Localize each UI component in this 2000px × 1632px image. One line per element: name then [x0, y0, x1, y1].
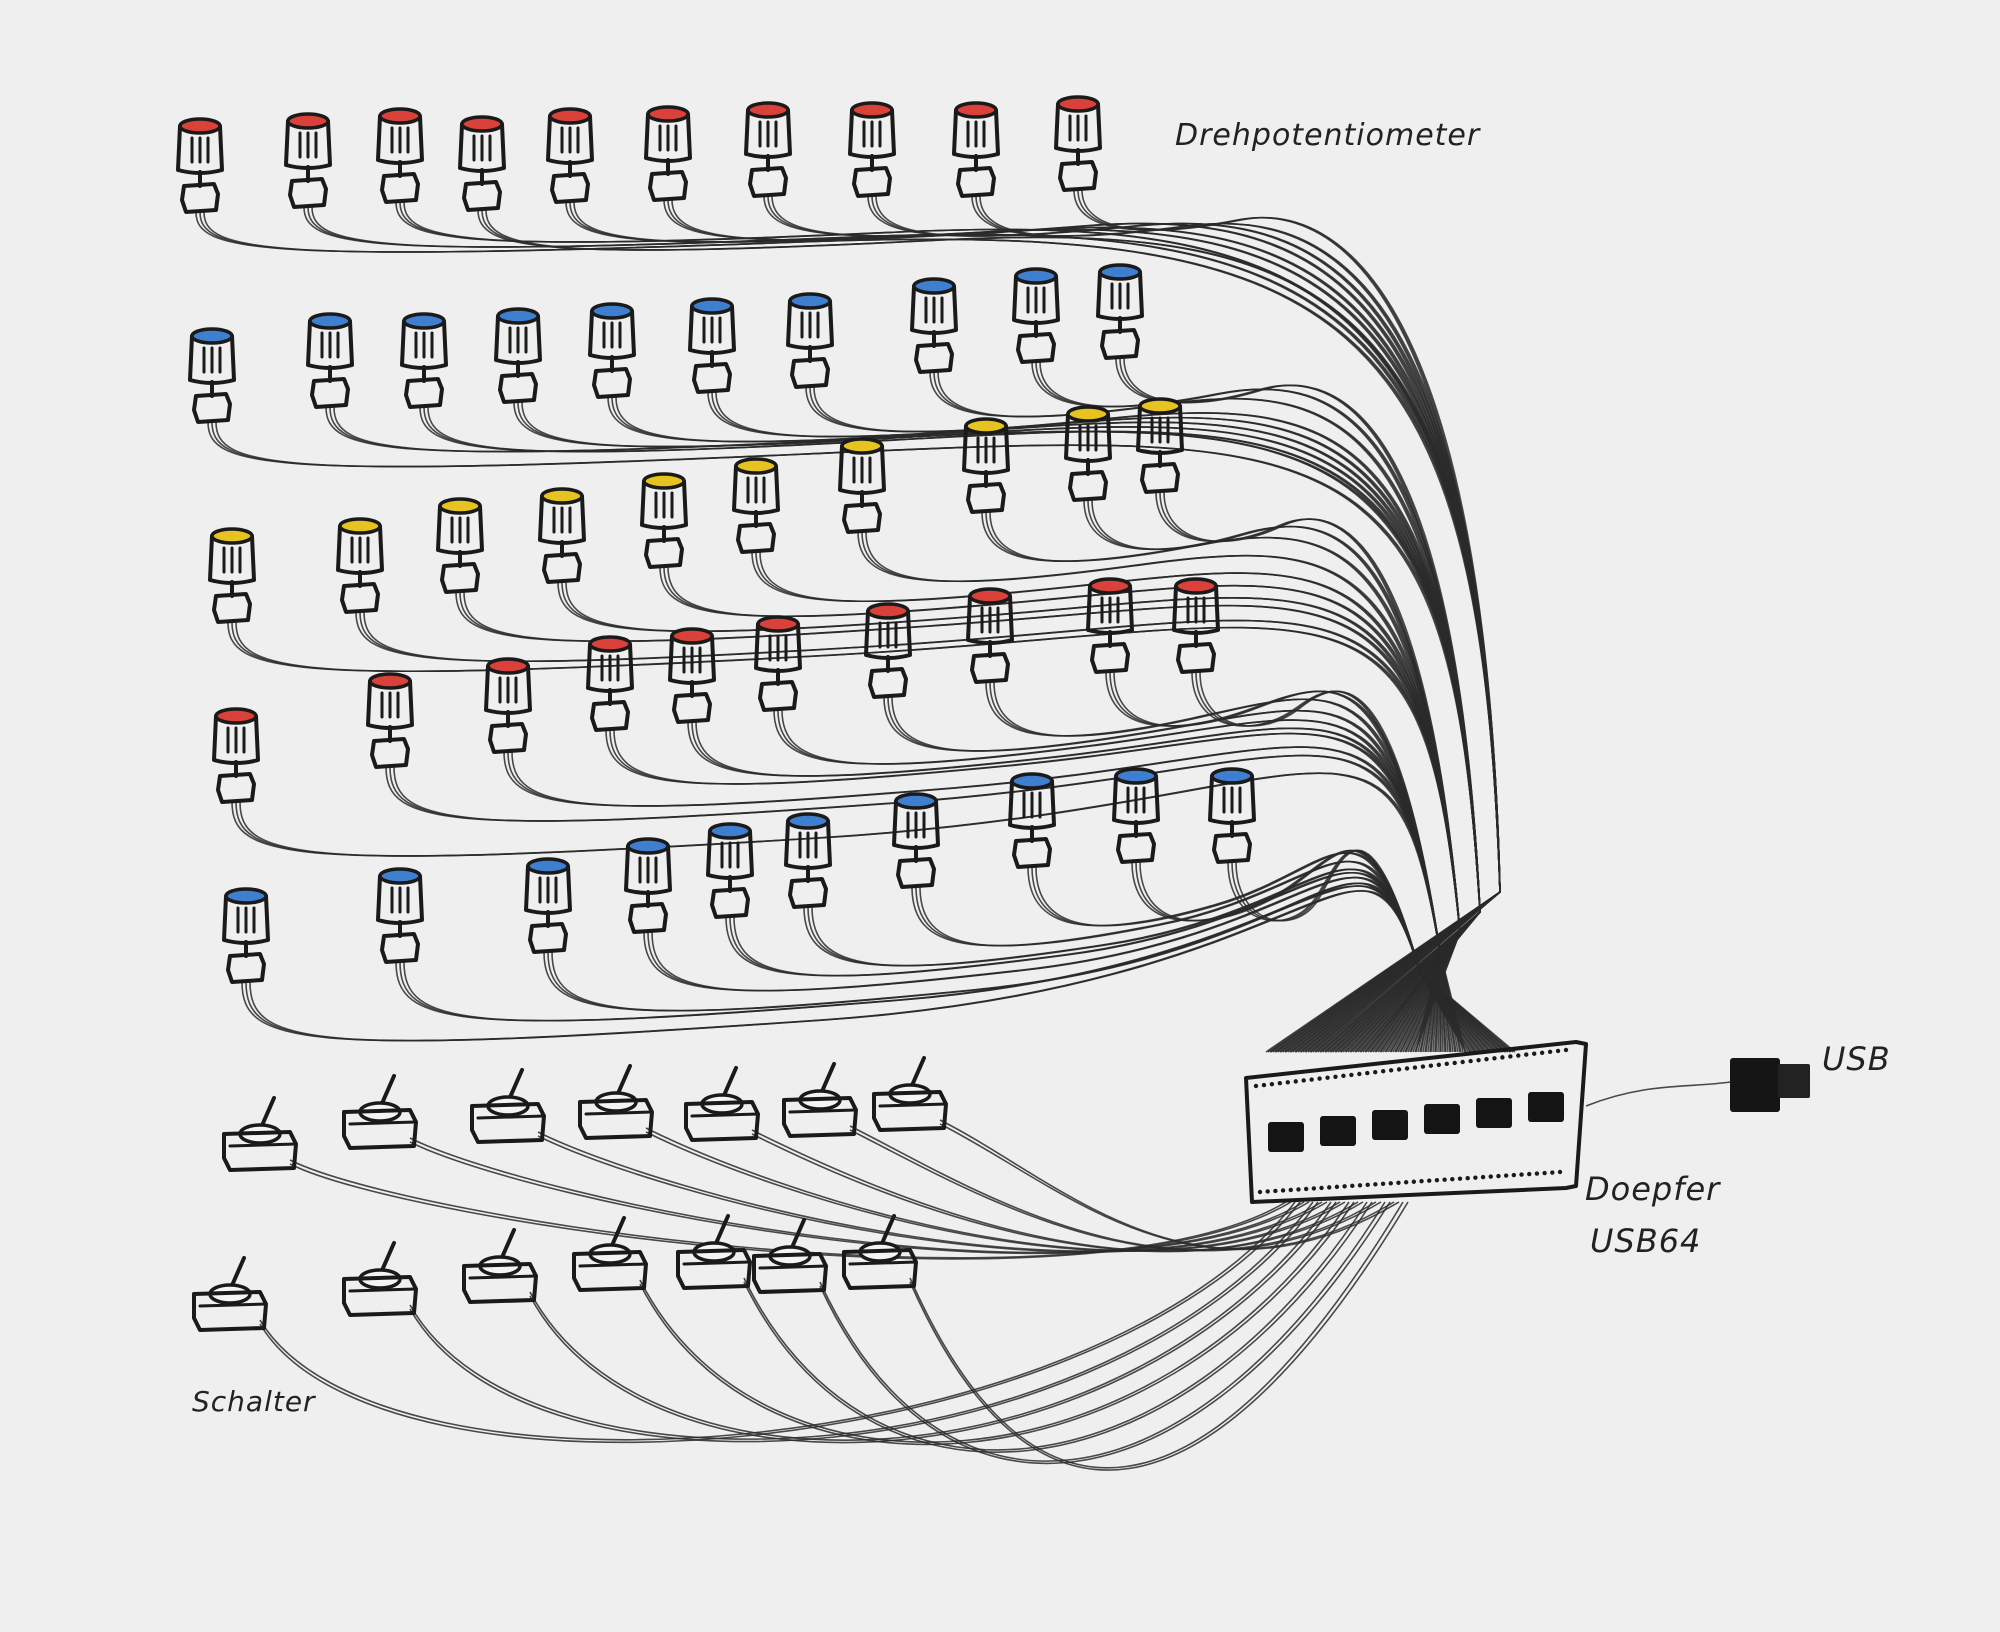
toggle-switch — [470, 1068, 546, 1144]
potentiometer-knob-red — [1086, 577, 1134, 674]
potentiometer-knob-red — [1172, 577, 1220, 674]
potentiometer-knob-red — [644, 105, 692, 202]
toggle-switch — [684, 1066, 760, 1142]
potentiometer-knob-red — [458, 115, 506, 212]
potentiometer-knob-red — [966, 587, 1014, 684]
potentiometer-knob-red — [754, 615, 802, 712]
doepfer-usb64-board — [1244, 1040, 1588, 1204]
potentiometer-knob-yellow — [640, 472, 688, 569]
board-port-icon — [1476, 1098, 1512, 1128]
usb64-board-body — [1244, 1040, 1588, 1204]
potentiometer-knob-red — [1054, 95, 1102, 192]
potentiometer-knob-blue — [222, 887, 270, 984]
label-usb: USB — [1822, 1040, 1891, 1078]
potentiometer-knob-blue — [524, 857, 572, 954]
potentiometer-knob-blue — [494, 307, 542, 404]
toggle-switch — [676, 1214, 752, 1290]
board-port-icon — [1372, 1110, 1408, 1140]
toggle-switch — [782, 1062, 858, 1138]
potentiometer-knob-red — [366, 672, 414, 769]
toggle-switch — [342, 1074, 418, 1150]
potentiometer-knob-red — [376, 107, 424, 204]
potentiometer-knob-red — [744, 101, 792, 198]
potentiometer-knob-yellow — [838, 437, 886, 534]
label-board-line2: USB64 — [1590, 1222, 1702, 1260]
toggle-switch — [842, 1214, 918, 1290]
potentiometer-knob-yellow — [1136, 397, 1184, 494]
potentiometer-knob-blue — [786, 292, 834, 389]
toggle-switch — [192, 1256, 268, 1332]
wire-bundle — [195, 189, 1516, 1471]
potentiometer-knob-red — [546, 107, 594, 204]
toggle-switch — [342, 1241, 418, 1317]
board-port-icon — [1268, 1122, 1304, 1152]
switch-array — [192, 1056, 948, 1332]
board-port-icon — [1320, 1116, 1356, 1146]
toggle-switch — [572, 1216, 648, 1292]
potentiometer-knob-yellow — [732, 457, 780, 554]
potentiometer-knob-red — [848, 101, 896, 198]
toggle-switch — [752, 1218, 828, 1294]
potentiometer-knob-red — [212, 707, 260, 804]
potentiometer-knob-red — [176, 117, 224, 214]
label-schalter: Schalter — [192, 1385, 316, 1418]
potentiometer-knob-blue — [784, 812, 832, 909]
potentiometer-knob-blue — [1012, 267, 1060, 364]
potentiometer-array — [176, 95, 1256, 984]
potentiometer-knob-blue — [688, 297, 736, 394]
toggle-switch — [222, 1096, 298, 1172]
potentiometer-knob-blue — [1096, 263, 1144, 360]
toggle-switch — [872, 1056, 948, 1132]
potentiometer-knob-red — [952, 101, 1000, 198]
potentiometer-knob-red — [668, 627, 716, 724]
potentiometer-knob-yellow — [208, 527, 256, 624]
potentiometer-knob-red — [484, 657, 532, 754]
potentiometer-knob-blue — [910, 277, 958, 374]
potentiometer-knob-blue — [624, 837, 672, 934]
potentiometer-knob-blue — [306, 312, 354, 409]
potentiometer-knob-blue — [1112, 767, 1160, 864]
potentiometer-knob-yellow — [962, 417, 1010, 514]
potentiometer-knob-blue — [1208, 767, 1256, 864]
potentiometer-knob-yellow — [436, 497, 484, 594]
potentiometer-knob-blue — [188, 327, 236, 424]
potentiometer-knob-red — [864, 602, 912, 699]
potentiometer-knob-yellow — [538, 487, 586, 584]
potentiometer-knob-yellow — [1064, 405, 1112, 502]
potentiometer-knob-blue — [588, 302, 636, 399]
board-port-icon — [1528, 1092, 1564, 1122]
potentiometer-knob-blue — [706, 822, 754, 919]
label-board-line1: Doepfer — [1585, 1170, 1721, 1208]
potentiometer-knob-blue — [400, 312, 448, 409]
potentiometer-knob-blue — [892, 792, 940, 889]
potentiometer-knob-red — [586, 635, 634, 732]
potentiometer-knob-blue — [376, 867, 424, 964]
board-port-icon — [1424, 1104, 1460, 1134]
potentiometer-knob-blue — [1008, 772, 1056, 869]
usb-plug-icon — [1585, 1058, 1810, 1112]
potentiometer-knob-yellow — [336, 517, 384, 614]
potentiometer-knob-red — [284, 112, 332, 209]
toggle-switch — [578, 1064, 654, 1140]
toggle-switch — [462, 1228, 538, 1304]
label-drehpotentiometer: Drehpotentiometer — [1175, 118, 1481, 153]
